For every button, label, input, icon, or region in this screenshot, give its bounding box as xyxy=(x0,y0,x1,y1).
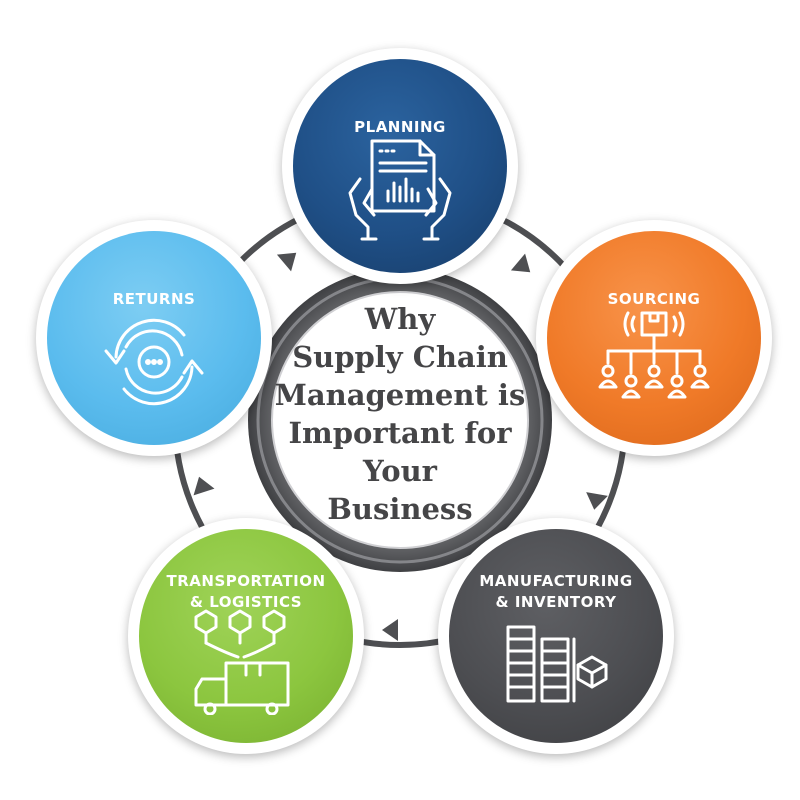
planning-disc: PLANNING xyxy=(293,59,507,273)
center-title-line: Important for xyxy=(288,416,512,450)
center-title-line: Why xyxy=(364,302,436,336)
transportation-node: TRANSPORTATION & LOGISTICS xyxy=(128,518,364,754)
returns-label: RETURNS xyxy=(47,289,261,310)
center-title-line: Management is xyxy=(274,378,526,412)
manufacturing-disc: MANUFACTURING & INVENTORY xyxy=(449,529,663,743)
package-distribution-icon xyxy=(598,311,710,399)
sourcing-disc: SOURCING xyxy=(547,231,761,445)
center-title-line: Supply Chain xyxy=(292,340,508,374)
transportation-label-line: TRANSPORTATION xyxy=(166,572,326,590)
transportation-label-line: & LOGISTICS xyxy=(189,593,303,611)
center-title: Why Supply Chain Management is Important… xyxy=(270,300,530,528)
returns-disc: RETURNS xyxy=(47,231,261,445)
planning-node: PLANNING xyxy=(282,48,518,284)
returns-node: RETURNS xyxy=(36,220,272,456)
transportation-label: TRANSPORTATION & LOGISTICS xyxy=(139,571,353,613)
manufacturing-label-line: MANUFACTURING xyxy=(479,572,633,590)
returns-label-text: RETURNS xyxy=(112,290,196,308)
center-title-line: Business xyxy=(327,492,473,526)
center-title-line: Your xyxy=(363,454,437,488)
manufacturing-node: MANUFACTURING & INVENTORY xyxy=(438,518,674,754)
transportation-disc: TRANSPORTATION & LOGISTICS xyxy=(139,529,353,743)
sourcing-node: SOURCING xyxy=(536,220,772,456)
manufacturing-label-line: & INVENTORY xyxy=(495,593,617,611)
manufacturing-label: MANUFACTURING & INVENTORY xyxy=(449,571,663,613)
planning-label: PLANNING xyxy=(293,117,507,138)
sourcing-label-text: SOURCING xyxy=(607,290,701,308)
shelves-box-icon xyxy=(506,625,608,703)
sourcing-label: SOURCING xyxy=(547,289,761,310)
cycle-arrows-icon xyxy=(104,318,204,406)
delivery-truck-icon xyxy=(194,609,290,715)
arrow-icon xyxy=(193,252,608,641)
document-chart-hands-icon xyxy=(348,139,452,241)
planning-label-text: PLANNING xyxy=(354,118,446,136)
